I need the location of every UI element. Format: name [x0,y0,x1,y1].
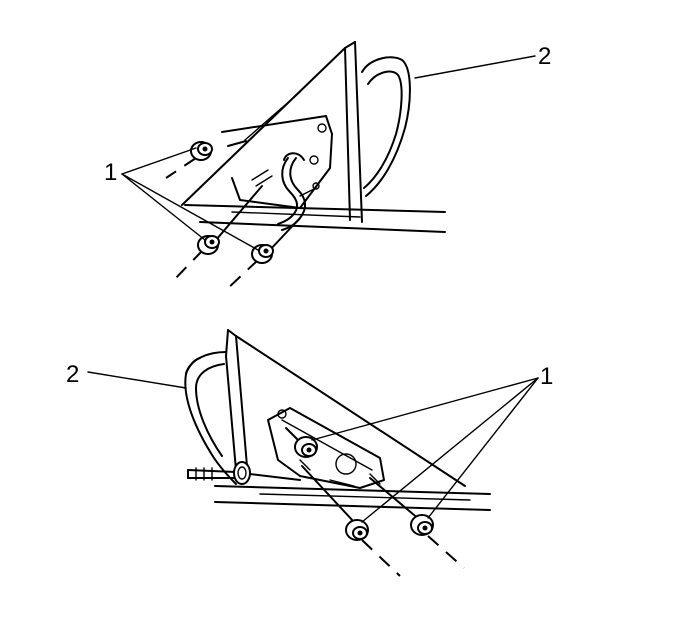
top-nut-upper [190,141,213,161]
bottom-nut-lower-right [410,514,434,536]
top-callout-nuts: 1 [104,159,117,186]
top-nut-lower-left [197,235,220,255]
top-view: 1 2 [104,41,551,291]
bottom-callout-nuts: 1 [540,363,553,390]
bottom-leader-lines [87,371,539,523]
bottom-mirror-mount-plate [225,329,466,487]
bottom-door-panel [214,485,491,511]
top-callout-mirror: 2 [538,43,551,70]
top-inner-cover [221,115,333,209]
top-mirror-mount-plate [181,41,363,223]
bottom-view: 1 2 [66,329,553,577]
top-alignment-lines [165,157,259,291]
top-leader-lines [121,55,536,251]
top-mirror-housing [361,56,411,197]
bottom-alignment-lines [361,535,465,577]
bottom-mirror-housing [184,351,237,485]
bottom-nut-upper [294,436,318,458]
bottom-nut-lower-left [345,519,369,541]
bottom-connector [187,461,301,485]
bottom-callout-mirror: 2 [66,361,79,388]
top-door-panel [184,204,446,233]
bottom-inner-bracket [267,407,385,489]
top-wiring-harness [277,152,317,231]
